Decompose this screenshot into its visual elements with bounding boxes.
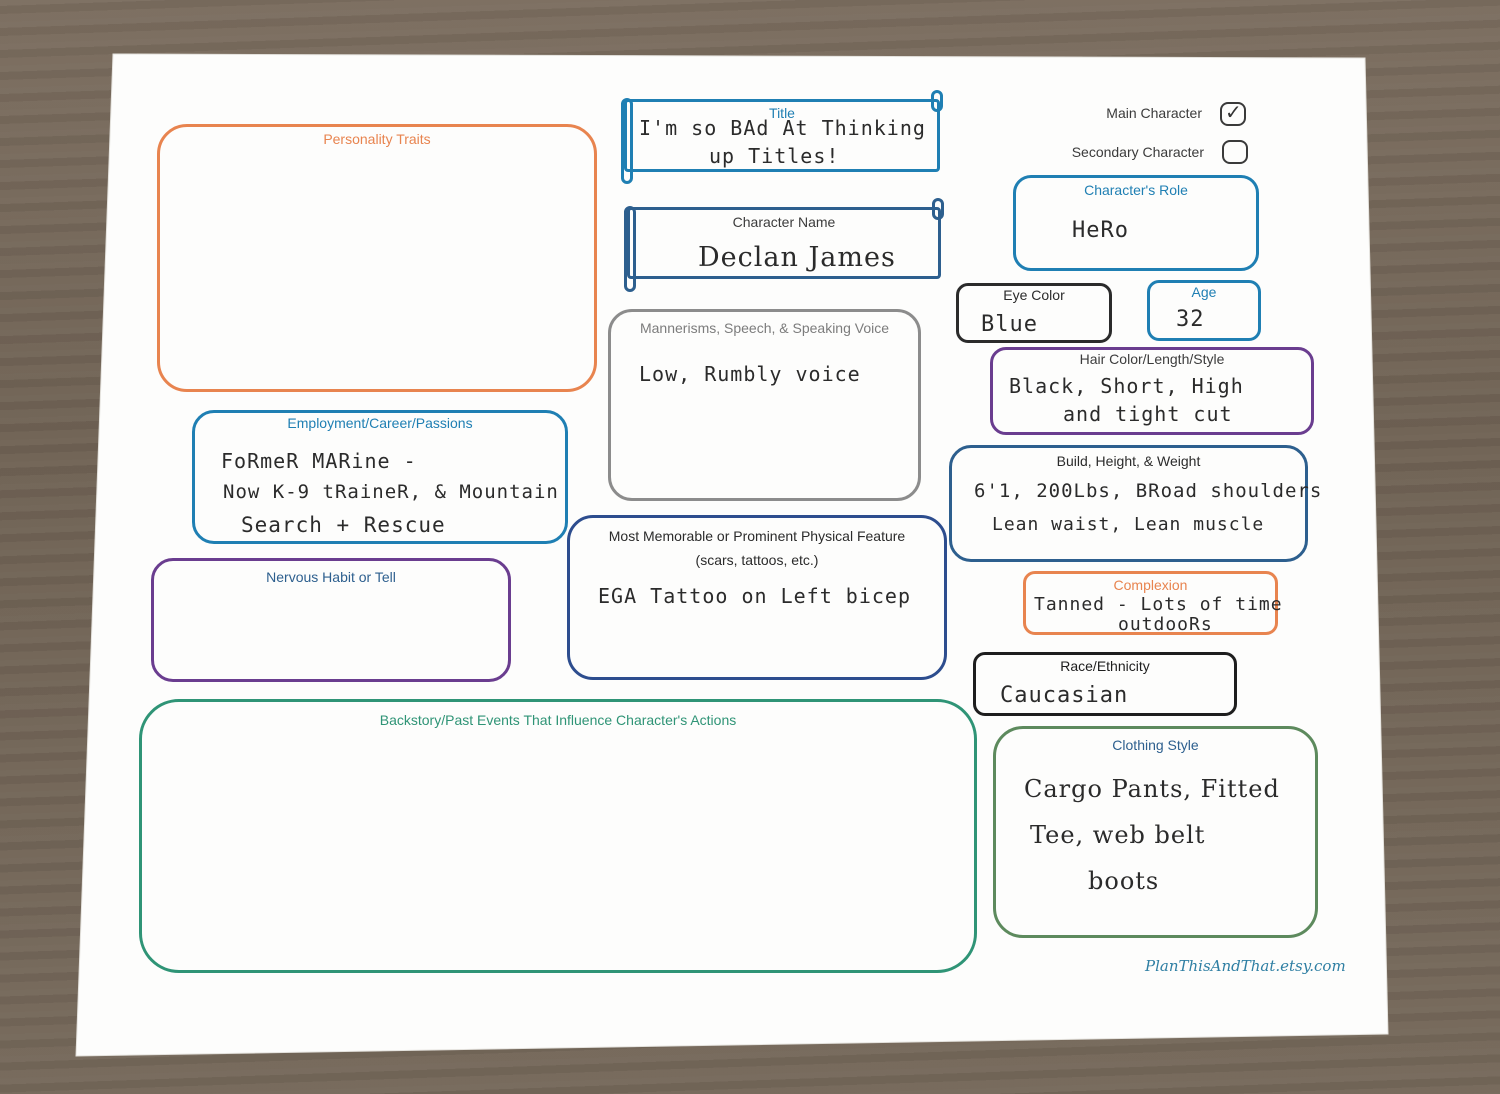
character-name-scroll[interactable]: Character Name Declan James <box>624 198 944 292</box>
hair-box[interactable]: Hair Color/Length/Style Black, Short, Hi… <box>990 347 1314 435</box>
hair-line-1: Black, Short, High <box>1009 374 1244 398</box>
nervous-habit-label: Nervous Habit or Tell <box>266 569 396 585</box>
checkmark-icon: ✓ <box>1225 102 1242 124</box>
personality-traits-box[interactable]: Personality Traits <box>157 124 597 392</box>
age-box[interactable]: Age 32 <box>1147 280 1261 341</box>
mannerisms-label: Mannerisms, Speech, & Speaking Voice <box>639 320 890 336</box>
employment-line-2: Now K-9 tRaineR, & Mountain <box>223 481 559 503</box>
character-role-value: HeRo <box>1072 218 1129 243</box>
main-character-checkbox[interactable]: ✓ <box>1220 102 1246 126</box>
eye-color-box[interactable]: Eye Color Blue <box>956 283 1112 343</box>
race-value: Caucasian <box>1000 683 1129 708</box>
character-name-label: Character Name <box>732 214 836 230</box>
character-name-value: Declan James <box>698 242 896 273</box>
complexion-line-2: outdooRs <box>1118 614 1213 635</box>
employment-box[interactable]: Employment/Career/Passions FoRmeR MARine… <box>192 410 568 544</box>
build-line-2: Lean waist, Lean muscle <box>992 514 1265 535</box>
eye-color-label: Eye Color <box>1003 287 1065 303</box>
footer-credit: PlanThisAndThat.etsy.com <box>1145 957 1346 975</box>
complexion-label: Complexion <box>1113 577 1188 593</box>
clothing-line-1: Cargo Pants, Fitted <box>1024 775 1280 803</box>
employment-line-1: FoRmeR MARine - <box>221 449 417 473</box>
complexion-line-1: Tanned - Lots of time <box>1034 594 1283 615</box>
hair-line-2: and tight cut <box>1063 402 1233 426</box>
build-label: Build, Height, & Weight <box>1056 453 1201 469</box>
physical-feature-box[interactable]: Most Memorable or Prominent Physical Fea… <box>567 515 947 680</box>
personality-traits-label: Personality Traits <box>323 131 431 147</box>
physical-feature-sublabel: (scars, tattoos, etc.) <box>695 552 819 568</box>
employment-label: Employment/Career/Passions <box>287 415 473 431</box>
secondary-character-label: Secondary Character <box>1071 144 1204 160</box>
mannerisms-value: Low, Rumbly voice <box>639 362 861 386</box>
character-role-box[interactable]: Character's Role HeRo <box>1013 175 1259 271</box>
title-scroll[interactable]: Title I'm so BAd At Thinking up Titles! <box>621 90 943 184</box>
complexion-box[interactable]: Complexion Tanned - Lots of time outdooR… <box>1023 571 1282 635</box>
main-character-label: Main Character <box>1106 105 1202 121</box>
title-label: Title <box>769 105 795 121</box>
title-line-2: up Titles! <box>709 144 840 168</box>
clothing-line-3: boots <box>1088 867 1160 895</box>
age-value: 32 <box>1176 307 1205 332</box>
secondary-character-checkbox[interactable] <box>1222 140 1248 164</box>
employment-line-3: Search + Rescue <box>241 513 446 537</box>
race-label: Race/Ethnicity <box>1060 658 1150 674</box>
physical-feature-label: Most Memorable or Prominent Physical Fea… <box>608 528 906 544</box>
race-box[interactable]: Race/Ethnicity Caucasian <box>973 652 1237 716</box>
eye-color-value: Blue <box>981 312 1038 337</box>
physical-feature-value: EGA Tattoo on Left bicep <box>598 584 911 608</box>
build-box[interactable]: Build, Height, & Weight 6'1, 200Lbs, BRo… <box>949 445 1321 562</box>
mannerisms-box[interactable]: Mannerisms, Speech, & Speaking Voice Low… <box>608 309 921 501</box>
age-label: Age <box>1191 284 1217 300</box>
backstory-label: Backstory/Past Events That Influence Cha… <box>379 712 737 728</box>
clothing-style-box[interactable]: Clothing Style Cargo Pants, Fitted Tee, … <box>993 726 1318 938</box>
build-line-1: 6'1, 200Lbs, BRoad shoulders <box>974 480 1323 502</box>
clothing-style-label: Clothing Style <box>1112 737 1199 753</box>
hair-label: Hair Color/Length/Style <box>1079 351 1225 367</box>
clothing-line-2: Tee, web belt <box>1030 821 1206 849</box>
backstory-box[interactable]: Backstory/Past Events That Influence Cha… <box>139 699 977 973</box>
character-role-label: Character's Role <box>1084 182 1188 198</box>
title-line-1: I'm so BAd At Thinking <box>639 116 926 140</box>
nervous-habit-box[interactable]: Nervous Habit or Tell <box>151 558 511 682</box>
